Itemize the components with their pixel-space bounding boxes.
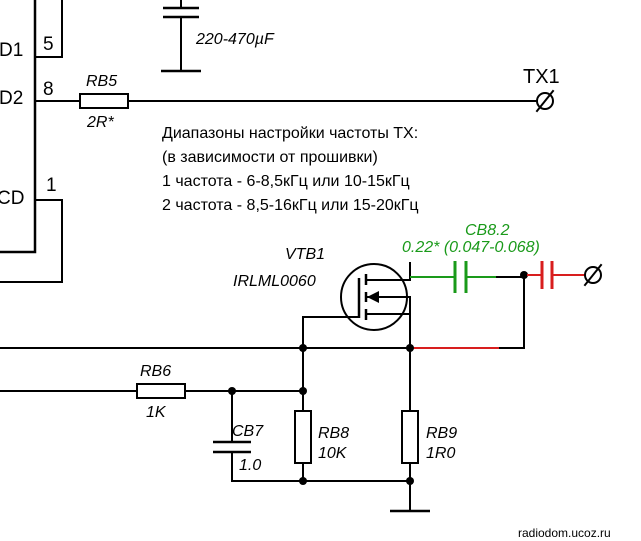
note-line-2: (в зависимости от прошивки) [162, 149, 378, 166]
mosfet-substrate [365, 296, 411, 315]
note-line-3: 1 частота - 6-8,5кГц или 10-15кГц [162, 173, 410, 190]
resistor-rb8: RB8 10K [294, 410, 349, 482]
rb6-line: RB6 1K [0, 363, 307, 421]
rb8-name: RB8 [318, 425, 349, 442]
ic-pin-number-8: 8 [43, 79, 54, 100]
rb8-resistor [294, 410, 312, 464]
cb7-value: 1.0 [239, 457, 261, 474]
mosfet-drain [365, 263, 411, 281]
frequency-note: Диапазоны настройки частоты TX: (в завис… [162, 125, 419, 214]
rb8-value: 10K [318, 445, 348, 462]
capacitor-220-470uF: 220-470µF [161, 0, 275, 73]
cb82-value: 0.22* (0.047-0.068) [402, 239, 540, 256]
rb5-resistor [79, 93, 129, 109]
resistor-rb9: RB9 1R0 [401, 347, 457, 512]
watermark: radiodom.ucoz.ru [518, 526, 611, 540]
pin5-wire [34, 0, 63, 58]
rb6-name: RB6 [140, 363, 171, 380]
rb9-value: 1R0 [426, 445, 455, 462]
ic-chip: D1 D2 CD 5 8 1 [0, 0, 63, 283]
ic-pin-label-d1: D1 [0, 40, 23, 61]
tx1-label: TX1 [523, 66, 560, 88]
cb82-name: CB8.2 [465, 222, 510, 239]
rb5-name: RB5 [86, 73, 117, 90]
note-line-1: Диапазоны настройки частоты TX: [162, 125, 418, 142]
capacitor-cb7: CB7 1.0 [213, 390, 264, 482]
pin1-wire [0, 199, 63, 283]
ic-body [0, 0, 37, 254]
output-circuit: CB8.2 0.22* (0.047-0.068) [402, 222, 603, 349]
ic-pin-label-cd: CD [0, 188, 24, 209]
rb6-resistor [136, 383, 186, 399]
rb5-value: 2R* [86, 114, 114, 131]
rb9-name: RB9 [426, 425, 457, 442]
ic-pin-number-5: 5 [43, 34, 54, 55]
mosfet-gate-wire [302, 316, 359, 349]
output-terminal-slash [583, 263, 603, 287]
mosfet-vtb1: VTB1 IRLML0060 [233, 246, 411, 349]
rb5-line: RB5 2R* TX1 [34, 66, 560, 131]
junction-gnd-rb8 [299, 477, 307, 485]
tx1-terminal-slash [535, 89, 555, 113]
rb6-value: 1K [146, 404, 167, 421]
ic-pin-label-d2: D2 [0, 88, 23, 109]
junction-gnd-rb9 [406, 477, 414, 485]
note-line-4: 2 частота - 8,5-16кГц или 15-20кГц [162, 197, 419, 214]
cb7-name: CB7 [232, 423, 264, 440]
vtb1-part: IRLML0060 [233, 273, 316, 290]
ic-pin-number-1: 1 [46, 175, 57, 196]
vtb1-name: VTB1 [285, 246, 325, 263]
capacitor-top-value: 220-470µF [195, 31, 275, 48]
mosfet-arrow [367, 291, 379, 303]
rb9-resistor [401, 410, 419, 464]
